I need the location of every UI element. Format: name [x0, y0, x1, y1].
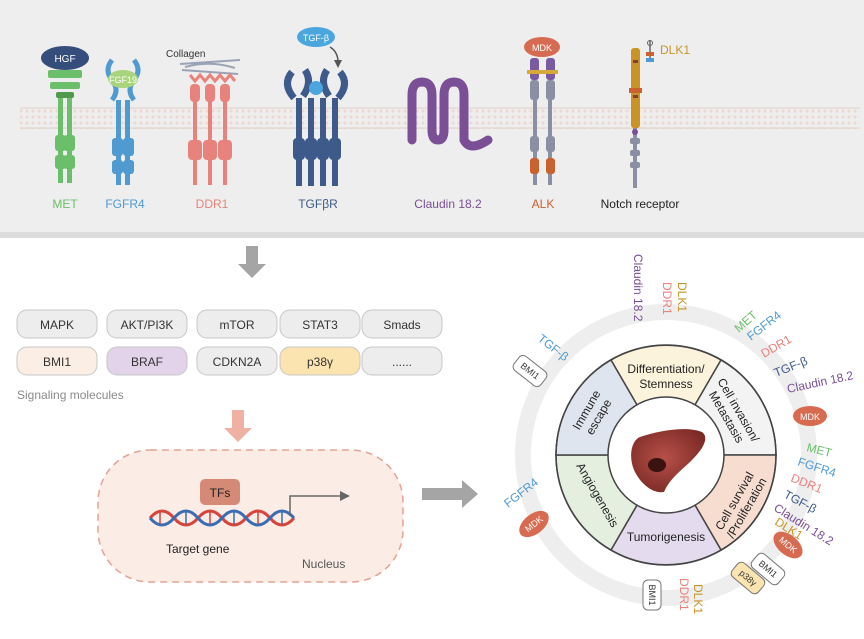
met-label: MET — [52, 197, 78, 211]
fgf19-ligand-label: FGF19 — [109, 75, 137, 85]
tgfbr-label: TGFβR — [298, 197, 338, 211]
dna-helix — [148, 509, 296, 527]
tfs-box — [200, 479, 240, 505]
signal-more: ...... — [392, 355, 412, 369]
liver-icon — [631, 429, 706, 493]
signal-smads: Smads — [383, 318, 420, 332]
fgfr4-receptor: FGF19 — [105, 58, 141, 185]
claudin-receptor — [407, 77, 493, 151]
signal-bmi1: BMI1 — [43, 355, 71, 369]
dlk1-ligand-label: DLK1 — [660, 43, 690, 57]
tumor-spot — [648, 458, 666, 472]
down-arrow-receptors — [238, 246, 266, 278]
signal-cdkn2a: CDKN2A — [213, 355, 262, 369]
transcription-arrow — [289, 495, 342, 516]
outer-stem-ddr1: DDR1 — [660, 282, 674, 315]
right-arrow-nucleus — [422, 480, 478, 508]
mdk-ligand-label: MDK — [532, 43, 552, 53]
transcription-arrowhead — [340, 491, 350, 501]
tgfb-ligand-label: TGF-β — [303, 33, 329, 43]
alk-receptor: MDK — [524, 37, 560, 185]
outer-inv-mdk: MDK — [800, 412, 820, 422]
outer-sur-mdk-shape — [773, 531, 803, 559]
outer-tum-ddr1: DDR1 — [677, 578, 691, 611]
ddr1-label: DDR1 — [196, 197, 229, 211]
claudin-label: Claudin 18.2 — [414, 197, 482, 211]
tgfbr-receptor: TGF-β — [284, 27, 348, 186]
fgfr4-label: FGFR4 — [105, 197, 145, 211]
ddr1-receptor: Collagen — [166, 49, 241, 185]
notch-label: Notch receptor — [601, 197, 680, 211]
target-gene-label: Target gene — [166, 542, 230, 556]
outer-sur-met: MET — [805, 440, 834, 460]
signaling-molecules-grid: MAPK AKT/PI3K mTOR STAT3 Smads BMI1 BRAF… — [16, 309, 443, 376]
hgf-ligand-shape — [41, 46, 89, 70]
sector-label-stemness-1: Differentiation/ — [627, 362, 705, 376]
signal-akt-pi3k: AKT/PI3K — [121, 318, 174, 332]
wheel — [555, 344, 777, 566]
down-arrow-signaling — [224, 410, 252, 442]
sector-label-tumorigenesis: Tumorigenesis — [627, 530, 705, 544]
outer-stem-claudin: Claudin 18.2 — [631, 254, 645, 322]
collagen-label: Collagen — [166, 49, 205, 60]
signal-mapk: MAPK — [40, 318, 74, 332]
alk-label: ALK — [532, 197, 555, 211]
sector-label-stemness-2: Stemness — [639, 377, 692, 391]
outer-inv-mdk-shape — [793, 406, 827, 426]
collagen-fibers — [179, 59, 241, 75]
signal-mtor: mTOR — [219, 318, 254, 332]
met-receptor: HGF — [41, 46, 89, 183]
signaling-caption: Signaling molecules — [17, 388, 124, 402]
outer-stem-dlk1: DLK1 — [675, 282, 689, 312]
outer-inv-claudin: Claudin 18.2 — [786, 368, 855, 396]
outer-ang-mdk-shape — [519, 510, 549, 538]
outer-tum-bmi1: BMI1 — [647, 584, 657, 605]
fgf19-ligand-shape — [108, 70, 138, 88]
tfs-label: TFs — [210, 486, 231, 500]
signal-braf: BRAF — [131, 355, 163, 369]
signal-stat3: STAT3 — [302, 318, 338, 332]
notch-receptor: DLK1 — [629, 40, 690, 188]
nucleus-shape — [97, 449, 404, 583]
outer-ring — [515, 304, 817, 606]
outer-tum-dlk1: DLK1 — [691, 584, 705, 614]
nucleus-label: Nucleus — [302, 557, 345, 571]
signal-p38y: p38γ — [307, 355, 333, 369]
tgfb-ligand-shape — [297, 27, 335, 47]
panel-divider — [0, 232, 864, 238]
mdk-ligand-shape — [524, 37, 560, 57]
hgf-ligand-label: HGF — [54, 54, 75, 65]
